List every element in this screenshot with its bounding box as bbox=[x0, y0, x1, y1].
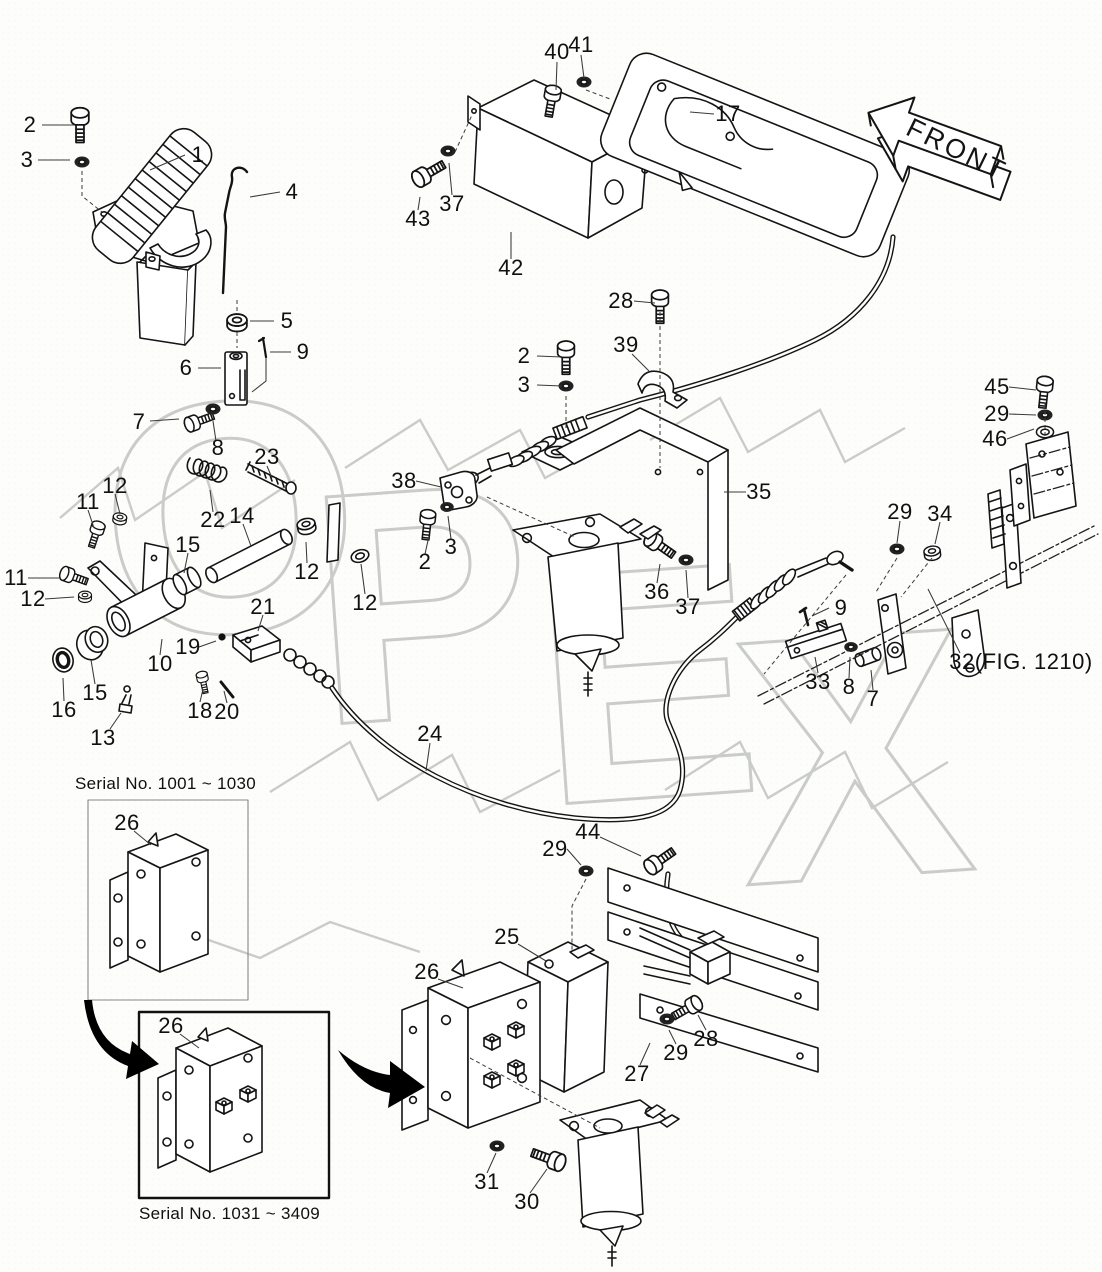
part-label-2: 2 bbox=[517, 343, 531, 368]
part-label-24: 24 bbox=[417, 721, 443, 746]
part-label-12: 12 bbox=[352, 590, 378, 615]
part-label-35: 35 bbox=[746, 479, 772, 504]
fuel-solenoid-upper bbox=[512, 513, 662, 697]
part-label-34: 34 bbox=[927, 501, 953, 526]
part-label-3: 3 bbox=[20, 147, 34, 172]
part-label-22: 22 bbox=[200, 507, 226, 532]
leader-lines bbox=[28, 54, 1046, 1194]
rod-4-clevis-group bbox=[181, 166, 268, 435]
part-label-29: 29 bbox=[663, 1040, 689, 1065]
part-label-39: 39 bbox=[613, 332, 639, 357]
part-label-7: 7 bbox=[132, 409, 146, 434]
part-label-12: 12 bbox=[102, 473, 128, 498]
part-label-23: 23 bbox=[254, 444, 280, 469]
part-label-26: 26 bbox=[114, 810, 140, 835]
lever-tube-group bbox=[52, 502, 372, 714]
inset-serial-1001 bbox=[87, 799, 249, 1001]
part-label-18: 18 bbox=[187, 698, 213, 723]
part-label-31: 31 bbox=[474, 1169, 500, 1194]
adjuster-38-group bbox=[417, 415, 588, 542]
part-label-15: 15 bbox=[82, 680, 108, 705]
part-label-11: 11 bbox=[76, 489, 100, 514]
accelerator-cable-24 bbox=[283, 550, 854, 823]
part-label-16: 16 bbox=[51, 697, 77, 722]
serial-note-bottom: Serial No. 1031 ~ 3409 bbox=[139, 1204, 320, 1223]
part-label-9: 9 bbox=[296, 339, 310, 364]
part-label-12: 12 bbox=[20, 586, 46, 611]
part-label-5: 5 bbox=[280, 308, 294, 333]
part-label-29: 29 bbox=[542, 836, 568, 861]
linkage-32-phantom bbox=[757, 374, 1099, 705]
part-label-9: 9 bbox=[834, 595, 848, 620]
fuel-solenoid-lower bbox=[559, 1099, 680, 1267]
part-label-4: 4 bbox=[285, 179, 299, 204]
inset-serial-1031 bbox=[137, 1010, 331, 1200]
part-label-37: 37 bbox=[675, 594, 701, 619]
part-label-38: 38 bbox=[391, 468, 417, 493]
part-label-33: 33 bbox=[805, 669, 831, 694]
part-label-8: 8 bbox=[842, 674, 856, 699]
part-label-19: 19 bbox=[175, 634, 201, 659]
part-label-29: 29 bbox=[887, 499, 913, 524]
part-label-3: 3 bbox=[444, 534, 458, 559]
part-label-11: 11 bbox=[4, 565, 28, 590]
part-label-26: 26 bbox=[414, 959, 440, 984]
part-label-26: 26 bbox=[158, 1013, 184, 1038]
part-label-42: 42 bbox=[498, 255, 524, 280]
part-label-28: 28 bbox=[693, 1026, 719, 1051]
clamp-39-bracket-35 bbox=[521, 289, 729, 591]
link-33-group bbox=[784, 593, 907, 675]
part-label-8: 8 bbox=[211, 435, 225, 460]
part-label-43: 43 bbox=[405, 206, 431, 231]
part-label-25: 25 bbox=[494, 924, 520, 949]
part-label-28: 28 bbox=[608, 288, 634, 313]
part-label-45: 45 bbox=[984, 374, 1010, 399]
serial-note-top: Serial No. 1001 ~ 1030 bbox=[75, 774, 256, 793]
part-label-3: 3 bbox=[517, 372, 531, 397]
watermark-letter: X bbox=[723, 553, 985, 959]
part-label-32-FIG-1210-: 32(FIG. 1210) bbox=[949, 649, 1093, 674]
part-label-10: 10 bbox=[147, 651, 173, 676]
part-label-20: 20 bbox=[214, 699, 240, 724]
plate-17 bbox=[539, 52, 911, 420]
part-label-2: 2 bbox=[23, 112, 37, 137]
part-label-36: 36 bbox=[644, 579, 670, 604]
part-label-2: 2 bbox=[418, 549, 432, 574]
part-label-44: 44 bbox=[575, 819, 601, 844]
relay-bracket-assembly bbox=[401, 843, 819, 1174]
pedal-assembly bbox=[91, 127, 213, 346]
spring-22-bolt-23 bbox=[186, 457, 297, 495]
part-label-29: 29 bbox=[984, 401, 1010, 426]
part-label-40: 40 bbox=[544, 39, 570, 64]
part-label-30: 30 bbox=[514, 1189, 540, 1214]
watermark-letter: P bbox=[299, 411, 544, 794]
part-label-7: 7 bbox=[866, 686, 880, 711]
part-label-13: 13 bbox=[90, 725, 116, 750]
part-label-46: 46 bbox=[982, 426, 1008, 451]
part-label-41: 41 bbox=[568, 32, 594, 57]
part-label-12: 12 bbox=[294, 559, 320, 584]
link-21-group bbox=[195, 625, 281, 699]
part-label-21: 21 bbox=[250, 594, 276, 619]
part-label-1: 1 bbox=[191, 142, 205, 167]
part-label-17: 17 bbox=[715, 101, 741, 126]
inset-flow-arrows bbox=[84, 1000, 425, 1108]
part-label-6: 6 bbox=[179, 355, 193, 380]
part-label-15: 15 bbox=[175, 532, 201, 557]
part-label-37: 37 bbox=[439, 191, 465, 216]
part-label-27: 27 bbox=[624, 1061, 650, 1086]
part-label-14: 14 bbox=[229, 503, 255, 528]
